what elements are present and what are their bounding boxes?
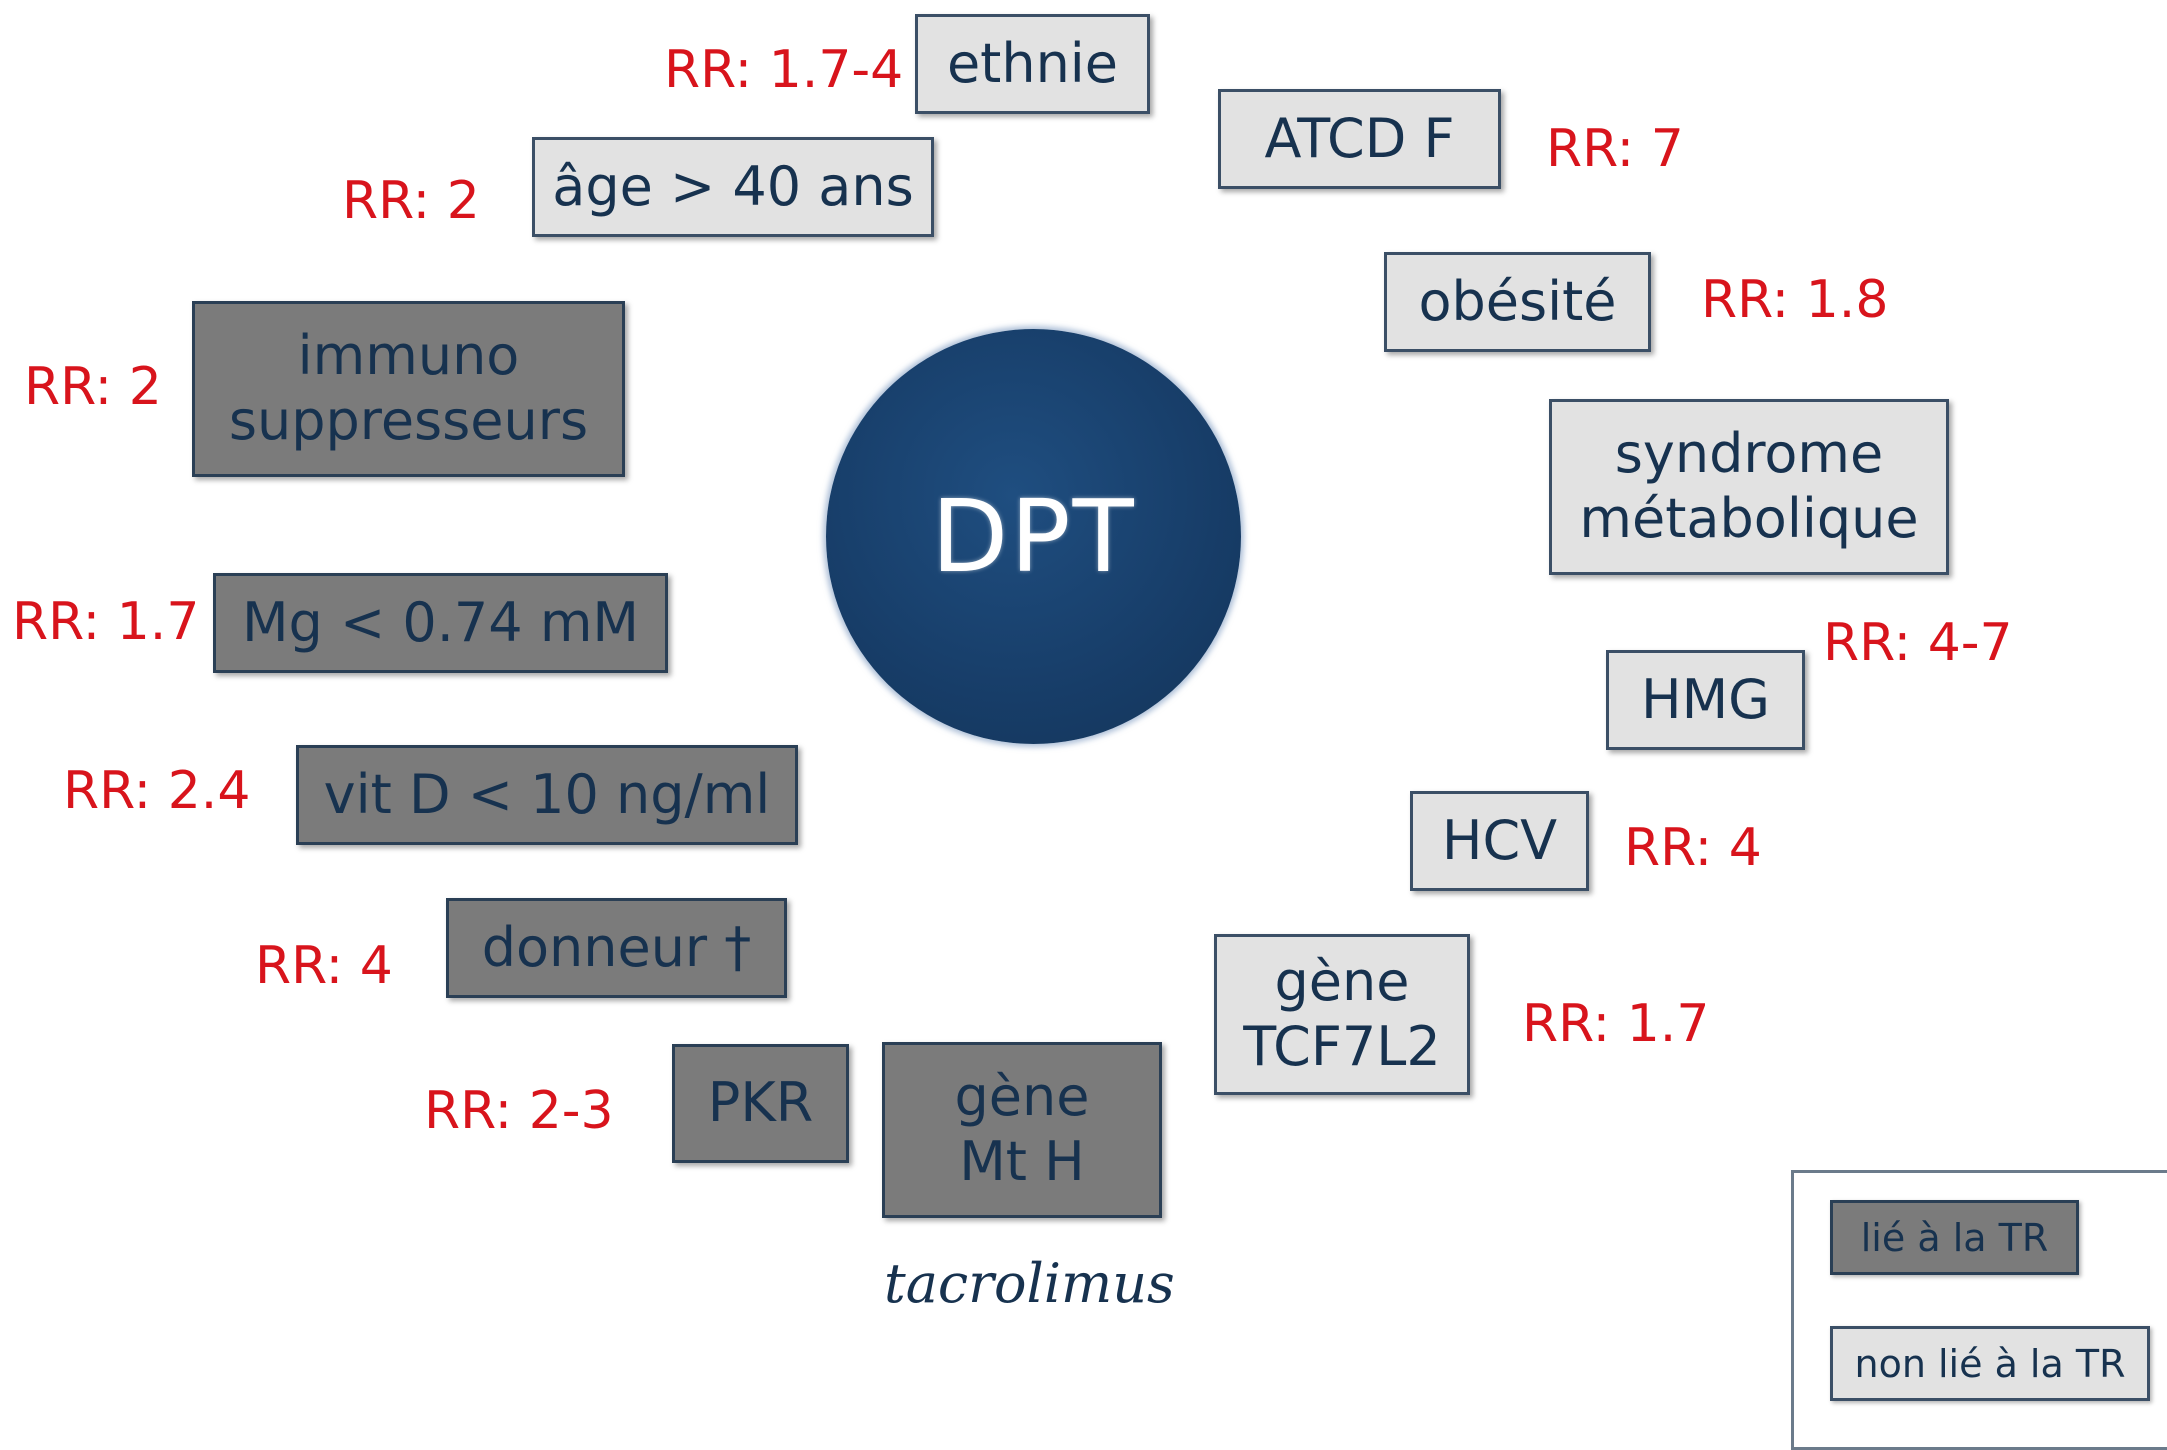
factor-mt-h: gène Mt H (882, 1042, 1162, 1218)
factor-tcf7l2-line2: TCF7L2 (1243, 1014, 1441, 1078)
factor-obesite: obésité (1384, 252, 1651, 352)
factor-age-label: âge > 40 ans (552, 154, 914, 218)
rr-atcd-f: RR: 7 (1546, 119, 1684, 179)
factor-vitd: vit D < 10 ng/ml (296, 745, 798, 845)
factor-immunosuppresseurs: immuno suppresseurs (192, 301, 625, 477)
factor-ethnie: ethnie (915, 14, 1150, 114)
factor-mg: Mg < 0.74 mM (213, 573, 668, 673)
legend: lié à la TR non lié à la TR (1791, 1170, 2167, 1450)
factor-hcv: HCV (1410, 791, 1589, 891)
rr-immuno: RR: 2 (24, 357, 162, 417)
factor-mth-line1: gène (954, 1065, 1090, 1129)
factor-mth-line2: Mt H (959, 1130, 1085, 1193)
rr-donneur: RR: 4 (255, 936, 393, 996)
factor-pkr-label: PKR (707, 1071, 814, 1135)
legend-item-linked: lié à la TR (1830, 1200, 2079, 1275)
rr-obesite: RR: 1.8 (1701, 270, 1889, 330)
factor-syndrome-line1: syndrome (1614, 422, 1884, 486)
note-tacrolimus: tacrolimus (884, 1252, 1175, 1315)
factor-pkr: PKR (672, 1044, 849, 1163)
factor-syndrome-metabolique: syndrome métabolique (1549, 399, 1949, 575)
factor-atcd-f-label: ATCD F (1264, 106, 1455, 170)
rr-pkr: RR: 2-3 (424, 1081, 614, 1141)
factor-syndrome-line2: métabolique (1579, 487, 1919, 550)
center-node: DPT (826, 329, 1241, 744)
rr-hcv: RR: 4 (1624, 818, 1762, 878)
factor-donneur-label: donneur † (481, 915, 752, 979)
factor-mg-label: Mg < 0.74 mM (241, 590, 640, 654)
factor-age: âge > 40 ans (532, 137, 934, 237)
factor-obesite-label: obésité (1418, 269, 1617, 333)
factor-hcv-label: HCV (1441, 808, 1558, 872)
factor-donneur: donneur † (446, 898, 787, 998)
rr-tcf7l2: RR: 1.7 (1522, 994, 1710, 1054)
factor-ethnie-label: ethnie (946, 31, 1119, 95)
legend-item-not-linked: non lié à la TR (1830, 1326, 2150, 1401)
rr-hmg: RR: 4-7 (1823, 613, 2013, 673)
rr-age: RR: 2 (342, 171, 480, 231)
rr-mg: RR: 1.7 (12, 592, 200, 652)
factor-immuno-line1: immuno (297, 324, 520, 388)
rr-ethnie: RR: 1.7-4 (664, 40, 904, 100)
factor-hmg-label: HMG (1640, 667, 1771, 731)
rr-vitd: RR: 2.4 (63, 761, 251, 821)
factor-vitd-label: vit D < 10 ng/ml (323, 762, 771, 826)
factor-immuno-line2: suppresseurs (228, 389, 589, 452)
center-label: DPT (931, 478, 1136, 595)
factor-atcd-f: ATCD F (1218, 89, 1501, 189)
factor-tcf7l2-line1: gène (1274, 949, 1410, 1013)
factor-tcf7l2: gène TCF7L2 (1214, 934, 1470, 1095)
legend-label-linked: lié à la TR (1860, 1215, 2049, 1260)
legend-label-not-linked: non lié à la TR (1854, 1341, 2126, 1386)
factor-hmg: HMG (1606, 650, 1805, 750)
